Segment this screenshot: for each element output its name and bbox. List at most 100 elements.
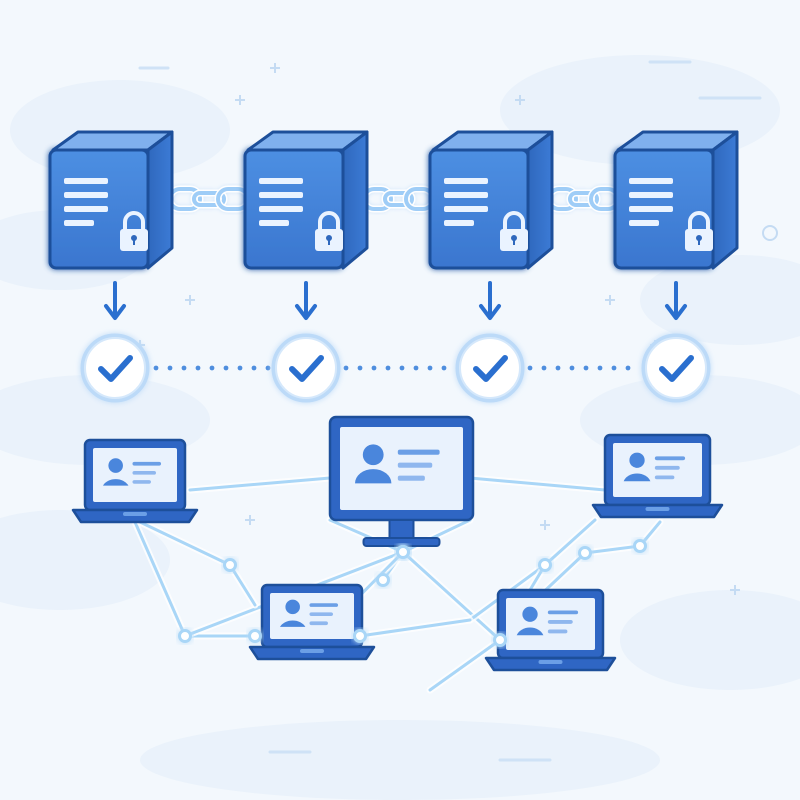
network-link [228,563,257,607]
desktop-monitor-icon [328,415,475,547]
laptop-icon [484,588,617,672]
arrow-down-icon [665,281,687,320]
blockchain-block [48,130,174,270]
block-side [146,130,174,270]
dot-marker [555,365,561,371]
checkmark-icon [641,333,711,403]
document-lines-icon [259,178,303,226]
monitor-stand [388,519,415,539]
chain-link-icon [166,185,252,213]
laptop-screen [93,448,177,502]
user-avatar-icon [279,599,306,627]
sparkle-icon [270,63,280,73]
network-link [358,618,472,638]
padlock-icon [120,211,148,251]
dot-marker [597,365,603,371]
profile-text-lines [654,456,686,480]
network-nodes [178,539,647,647]
laptop-screen [270,593,354,639]
padlock-icon [315,211,343,251]
network-link [138,520,232,567]
blockchain-block [243,130,369,270]
verification-checks [80,333,711,403]
dot-marker [569,365,575,371]
block-side [341,130,369,270]
sparkle-icon [540,520,550,530]
blockchain-blocks [48,130,739,270]
network-link [188,476,332,492]
block-side [711,130,739,270]
network-link [543,518,597,567]
sparkle-icon [515,95,525,105]
dot-marker [195,365,201,371]
sparkle-icon [185,295,195,305]
cloud-shape [140,720,660,800]
arrow-down-icon [104,281,126,320]
network-link [583,544,642,555]
user-avatar-icon [355,444,392,484]
network-node-icon [633,539,647,553]
network-link [401,550,502,642]
checkmark-icon [80,333,150,403]
user-avatar-icon [516,606,544,636]
dot-marker [611,365,617,371]
cloud-shape [640,255,800,345]
profile-text-lines [132,461,162,484]
desktop-screen [340,427,463,510]
network-node-icon [376,573,390,587]
blockchain-block [428,130,554,270]
arrow-down-icon [295,281,317,320]
dot-marker [209,365,215,371]
laptop-screen [506,598,595,650]
padlock-icon [685,211,713,251]
network-node-icon [493,633,507,647]
network-node-icon [353,629,367,643]
network-link [468,476,607,492]
chain-link-icon [360,185,437,213]
document-lines-icon [64,178,108,226]
dot-marker [265,365,271,371]
dot-marker [427,365,433,371]
dot-marker [541,365,547,371]
profile-text-lines [547,610,579,634]
dot-marker [399,365,405,371]
blockchain-block [613,130,739,270]
decor-ring [762,225,778,241]
sparkle-icon [245,515,255,525]
verification-dots [153,365,631,371]
background-decor [0,55,800,800]
sparkle-icon [730,585,740,595]
document-lines-icon [444,178,488,226]
dot-marker [385,365,391,371]
network-node-icon [578,546,592,560]
sparkle-icon [235,95,245,105]
laptop-icon [591,433,724,519]
network-link [133,520,187,638]
network-node-icon [178,629,192,643]
dot-marker [343,365,349,371]
dot-marker [583,365,589,371]
laptop-screen [613,443,702,497]
network-node-icon [396,545,410,559]
checkmark-icon [455,333,525,403]
dot-marker [371,365,377,371]
dot-marker [625,365,631,371]
dot-marker [223,365,229,371]
profile-text-lines [397,449,440,481]
network-link [428,638,502,692]
network-node-icon [248,629,262,643]
checkmark-icon [271,333,341,403]
network-devices [71,415,724,672]
cloud-shape [0,510,170,610]
dot-marker [413,365,419,371]
document-lines-icon [629,178,673,226]
user-avatar-icon [102,458,129,486]
user-avatar-icon [623,452,651,482]
dot-marker [357,365,363,371]
dot-marker [527,365,533,371]
block-side [526,130,554,270]
network-node-icon [538,558,552,572]
chain-link-icon [545,185,622,213]
